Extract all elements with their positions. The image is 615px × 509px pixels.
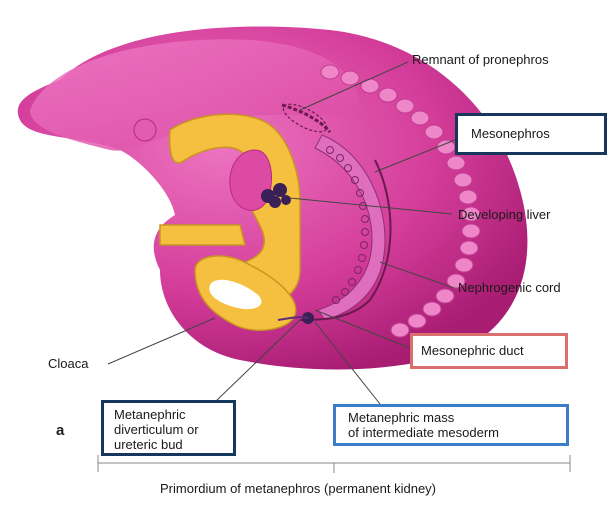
- figure-letter: a: [56, 422, 64, 439]
- label-mesonephric-duct: Mesonephric duct: [421, 343, 565, 358]
- box-metanephric-mass: Metanephric mass of intermediate mesoder…: [333, 404, 569, 446]
- label-nephrogenic-cord: Nephrogenic cord: [458, 280, 561, 296]
- label-developing-liver: Developing liver: [458, 207, 551, 223]
- label-remnant-pronephros: Remnant of pronephros: [412, 52, 549, 68]
- box-metanephric-diverticulum: Metanephric diverticulum or ureteric bud: [101, 400, 236, 456]
- label-metanephric-diverticulum-2: diverticulum or: [114, 422, 233, 437]
- label-cloaca: Cloaca: [48, 356, 88, 372]
- optic-bump: [134, 119, 156, 141]
- label-metanephric-mass-2: of intermediate mesoderm: [348, 425, 566, 440]
- label-metanephric-mass-1: Metanephric mass: [348, 410, 566, 425]
- label-metanephric-diverticulum-1: Metanephric: [114, 407, 233, 422]
- box-mesonephros: Mesonephros: [455, 113, 607, 155]
- box-mesonephric-duct: Mesonephric duct: [410, 333, 568, 369]
- label-mesonephros: Mesonephros: [471, 126, 604, 141]
- yolk-stalk: [160, 225, 245, 245]
- primordium-bracket: [98, 455, 570, 473]
- label-metanephric-diverticulum-3: ureteric bud: [114, 437, 233, 452]
- label-primordium: Primordium of metanephros (permanent kid…: [160, 481, 436, 497]
